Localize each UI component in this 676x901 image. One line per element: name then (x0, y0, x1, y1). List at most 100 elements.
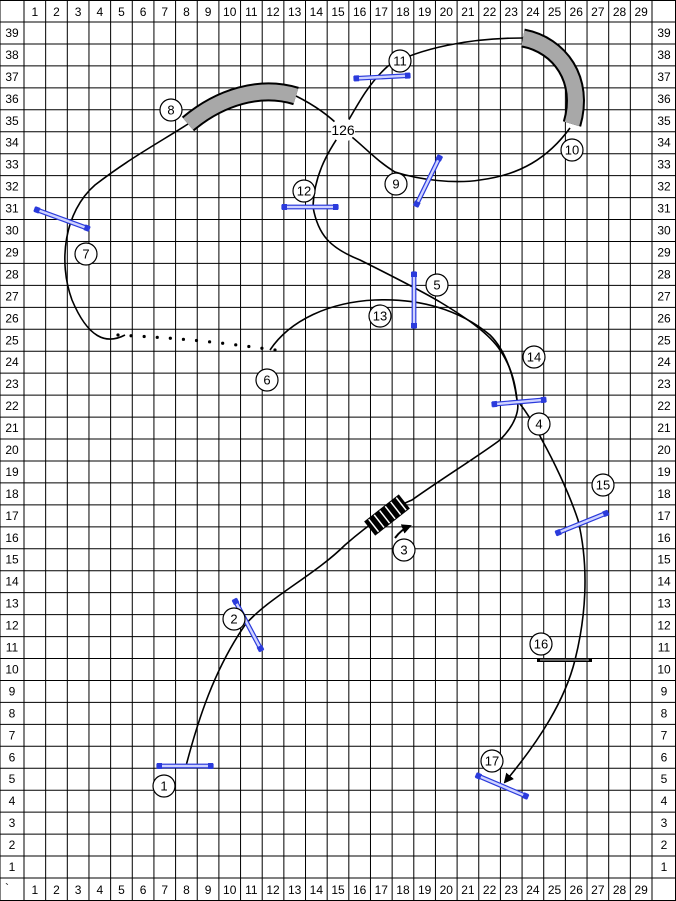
jump-bar-rail (281, 204, 339, 210)
column-label-top: 12 (266, 5, 280, 19)
row-label-left: 12 (5, 619, 19, 633)
obstacle-marker-circle (152, 774, 176, 798)
marker-126-background (331, 118, 355, 142)
obstacle-marker-1: 1 (152, 774, 176, 798)
tunnel-6-dotted-path (116, 333, 277, 352)
jump-wing-left (491, 400, 498, 408)
column-label-bottom: 15 (331, 883, 345, 897)
row-label-left: 5 (9, 772, 16, 786)
column-label-bottom: 22 (483, 883, 497, 897)
tunnel-8-fill (183, 84, 299, 130)
tunnel-6-dot (247, 344, 251, 349)
row-label-left: 19 (5, 465, 19, 479)
row-label-right: 23 (657, 377, 671, 391)
column-label-bottom: 20 (440, 883, 454, 897)
path-segment-6-to-5 (269, 298, 518, 401)
obstacle-number: 13 (373, 309, 387, 324)
obstacle-number: 7 (82, 247, 89, 262)
obstacle-marker-circle (74, 242, 98, 266)
tunnel-10-fill (521, 30, 583, 127)
tunnel-6-dot (155, 335, 159, 339)
tunnel-6-dot (207, 340, 212, 344)
column-label-top: 6 (140, 5, 147, 19)
obstacle-marker-circle (392, 538, 416, 562)
obstacle-number: 4 (535, 417, 542, 432)
path-segment-1-to-4 (185, 399, 519, 767)
row-label-right: 12 (657, 619, 671, 633)
obstacle-marker-7: 7 (74, 242, 98, 266)
row-label-left: 1 (9, 860, 16, 874)
obstacle-number: 15 (596, 478, 610, 493)
jump-bar-9 (413, 154, 443, 208)
row-labels-right: 3938373635343332313029282726252423222120… (657, 26, 671, 874)
jump-wing-right (333, 204, 338, 210)
obstacle-number: 11 (393, 54, 407, 69)
row-label-left: 4 (9, 794, 16, 808)
jump-wing-left (475, 772, 483, 780)
column-label-top: 1 (31, 5, 38, 19)
jump-wing-left (33, 206, 41, 214)
row-label-left: 13 (5, 597, 19, 611)
row-label-right: 18 (657, 487, 671, 501)
row-label-right: 38 (657, 48, 671, 62)
ramp-slat (368, 518, 380, 533)
column-label-top: 11 (245, 5, 258, 19)
row-label-left: 16 (5, 531, 19, 545)
column-label-top: 27 (591, 5, 605, 19)
row-label-left: 21 (5, 421, 19, 435)
column-label-top: 28 (613, 5, 627, 19)
row-label-right: 36 (657, 92, 671, 106)
dog-path (64, 37, 586, 784)
row-label-right: 27 (657, 289, 671, 303)
row-label-right: 20 (657, 443, 671, 457)
row-label-left: 34 (5, 136, 19, 150)
row-label-right: 7 (661, 728, 668, 742)
column-label-bottom: 9 (205, 883, 212, 897)
jump-bar-rail (156, 763, 214, 769)
column-label-bottom: 14 (310, 883, 324, 897)
row-label-left: 36 (5, 92, 19, 106)
column-label-bottom: 25 (548, 883, 562, 897)
row-label-left: 17 (5, 509, 19, 523)
jump-wing-right (540, 396, 547, 404)
row-label-left: 7 (9, 728, 16, 742)
row-label-left: 27 (5, 289, 19, 303)
row-label-left: 39 (5, 26, 19, 40)
column-label-top: 3 (75, 5, 82, 19)
jump-wing-right (435, 154, 443, 162)
column-label-bottom: 4 (96, 883, 103, 897)
row-label-right: 26 (657, 311, 671, 325)
obstacle-marker-circle (591, 473, 615, 497)
row-label-right: 5 (661, 772, 668, 786)
obstacle-marker-circle (529, 632, 553, 656)
row-label-right: 15 (657, 553, 671, 567)
obstacle-marker-5: 5 (425, 273, 449, 297)
row-label-left: 22 (5, 399, 19, 413)
row-label-left: 28 (5, 267, 19, 281)
row-label-right: 3 (661, 816, 668, 830)
column-label-top: 15 (331, 5, 345, 19)
row-label-left: 25 (5, 333, 19, 347)
row-label-left: 37 (5, 70, 19, 84)
obstacle-marker-circle (480, 749, 504, 773)
row-label-right: 22 (657, 399, 671, 413)
row-label-right: 6 (661, 750, 668, 764)
obstacle-number: 12 (297, 184, 311, 199)
obstacle-number: 16 (534, 637, 548, 652)
row-label-left: 30 (5, 224, 19, 238)
ramp-slat (373, 514, 385, 528)
row-label-left: 32 (5, 180, 19, 194)
obstacle-number: 10 (565, 143, 579, 158)
obstacle-number: 17 (485, 754, 499, 769)
marker-126-label: 126 (331, 122, 355, 138)
obstacle-number: 9 (392, 177, 399, 192)
tunnel-8 (181, 82, 299, 132)
obstacle-marker-12: 12 (292, 179, 316, 203)
column-label-bottom: 7 (161, 883, 168, 897)
obstacle-marker-circle (560, 138, 584, 162)
tunnel-6-dot (142, 334, 146, 339)
obstacle-marker-circle (292, 179, 316, 203)
row-label-right: 32 (657, 180, 671, 194)
column-label-top: 23 (505, 5, 519, 19)
